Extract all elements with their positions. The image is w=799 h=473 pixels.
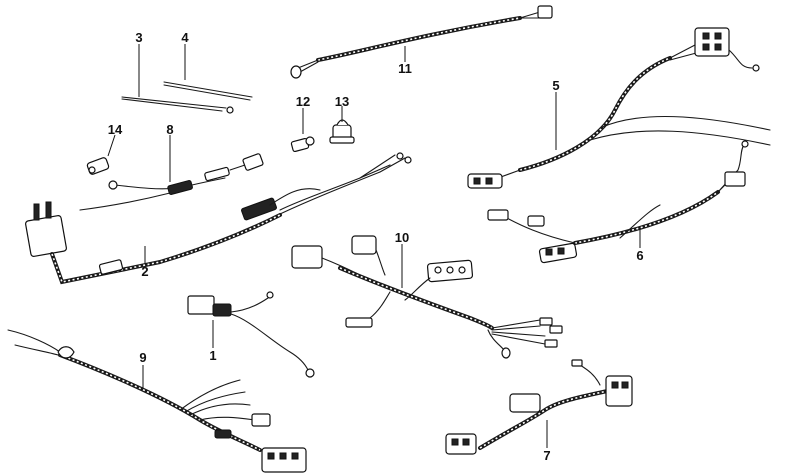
part-5-harness[interactable]	[467, 27, 771, 189]
part-12-bulb-socket[interactable]	[290, 108, 315, 153]
callout-10: 10	[395, 230, 409, 245]
part-11-harness[interactable]	[290, 5, 553, 79]
part-7-harness[interactable]	[445, 359, 633, 455]
part-8-harness[interactable]	[79, 135, 264, 211]
part-14-connector[interactable]	[86, 134, 116, 175]
callout-14: 14	[108, 122, 123, 137]
part-9-harness[interactable]	[7, 329, 307, 473]
part-13-relay-socket[interactable]	[329, 106, 355, 144]
callout-13: 13	[335, 94, 349, 109]
part-4-cable-tie[interactable]	[163, 44, 253, 101]
callout-8: 8	[166, 122, 173, 137]
callout-3: 3	[135, 30, 142, 45]
callout-4: 4	[181, 30, 189, 45]
callout-5: 5	[552, 78, 559, 93]
callout-7: 7	[543, 448, 550, 463]
part-10-harness[interactable]	[291, 235, 563, 359]
callout-2: 2	[141, 264, 148, 279]
callout-9: 9	[139, 350, 146, 365]
part-3-cable-tie[interactable]	[121, 44, 234, 114]
callout-12: 12	[296, 94, 310, 109]
part-1-harness[interactable]	[187, 291, 315, 378]
callout-11: 11	[398, 61, 412, 76]
callout-1: 1	[209, 348, 216, 363]
part-6-harness[interactable]	[487, 140, 749, 264]
callout-6: 6	[636, 248, 643, 263]
part-2-main-harness[interactable]	[25, 152, 412, 285]
